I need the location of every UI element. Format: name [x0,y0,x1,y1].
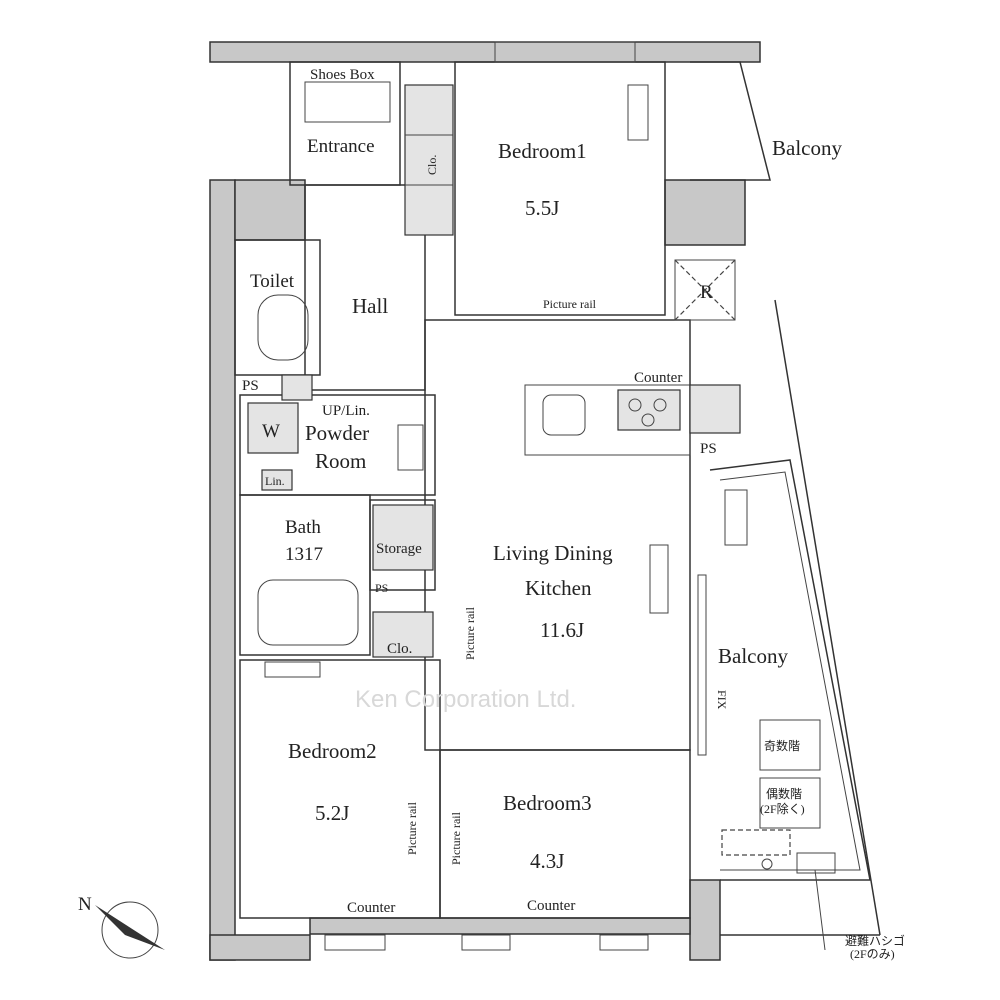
picture-rail-3-label: Picture rail [405,801,419,855]
room-outlines [234,61,881,936]
storage-label: Storage [376,541,422,557]
bedroom3-label: Bedroom3 [503,791,592,815]
bedroom1-size: 5.5J [525,196,559,220]
bedroom2-size: 5.2J [315,801,349,825]
linen-label: Lin. [265,474,285,488]
bedroom3-size: 4.3J [530,849,564,873]
hall-label: Hall [352,294,388,318]
ps-1-label: PS [242,378,259,394]
closet-1-shelves [404,84,454,236]
escape-ladder-label: 避難ハシゴ [845,933,905,948]
toilet-bowl [257,294,309,361]
refrigerator-space [674,259,736,321]
washer-label: W [262,421,280,442]
balcony-top-label: Balcony [772,136,842,160]
bath-size: 1317 [285,544,323,565]
up-lin-label: UP/Lin. [322,403,370,419]
sink [542,394,586,436]
ps-3-label: PS [375,581,388,595]
toilet-label: Toilet [250,271,295,292]
walls [209,41,761,961]
ps-2-label: PS [700,441,717,457]
room-labels: Shoes Box Entrance Clo. Bedroom1 5.5J Ba… [242,67,905,961]
closet-1-label: Clo. [425,155,439,175]
counter-bed2-label: Counter [347,900,395,916]
picture-rail-2-label: Picture rail [463,606,477,660]
odd-floors-label: 奇数階 [764,738,800,753]
watermark: Ken Corporation Ltd. [355,686,576,713]
refrigerator-label: R [700,282,713,303]
bath-label: Bath [285,517,321,538]
picture-rail-4-label: Picture rail [449,811,463,865]
closet-2-label: Clo. [387,641,412,657]
stove [617,389,681,431]
bathtub [257,579,359,646]
shoes-box-label: Shoes Box [310,67,375,83]
washer-space [247,402,299,454]
fix-label: FIX [715,690,729,710]
escape-ladder-note: (2Fのみ) [850,947,895,961]
compass-arrow-icon [95,905,165,950]
compass: N [78,894,165,959]
fixtures [247,41,836,951]
ldk-label-2: Kitchen [525,576,592,600]
bedroom2-label: Bedroom2 [288,739,377,763]
entrance-label: Entrance [307,136,375,157]
counter-bed3-label: Counter [527,898,575,914]
even-floors-label: 偶数階 [766,786,802,801]
counter-kitchen-label: Counter [634,370,682,386]
even-floors-note: (2F除く) [760,801,805,816]
bedroom1-label: Bedroom1 [498,139,587,163]
compass-north-label: N [78,894,92,915]
compass-circle [101,901,159,959]
powder-room-label-1: Powder [305,421,369,445]
picture-rail-1-label: Picture rail [543,297,597,311]
ldk-size: 11.6J [540,618,584,642]
ldk-label-1: Living Dining [493,541,613,565]
balcony-right-label: Balcony [718,644,788,668]
powder-room-label-2: Room [315,449,366,473]
